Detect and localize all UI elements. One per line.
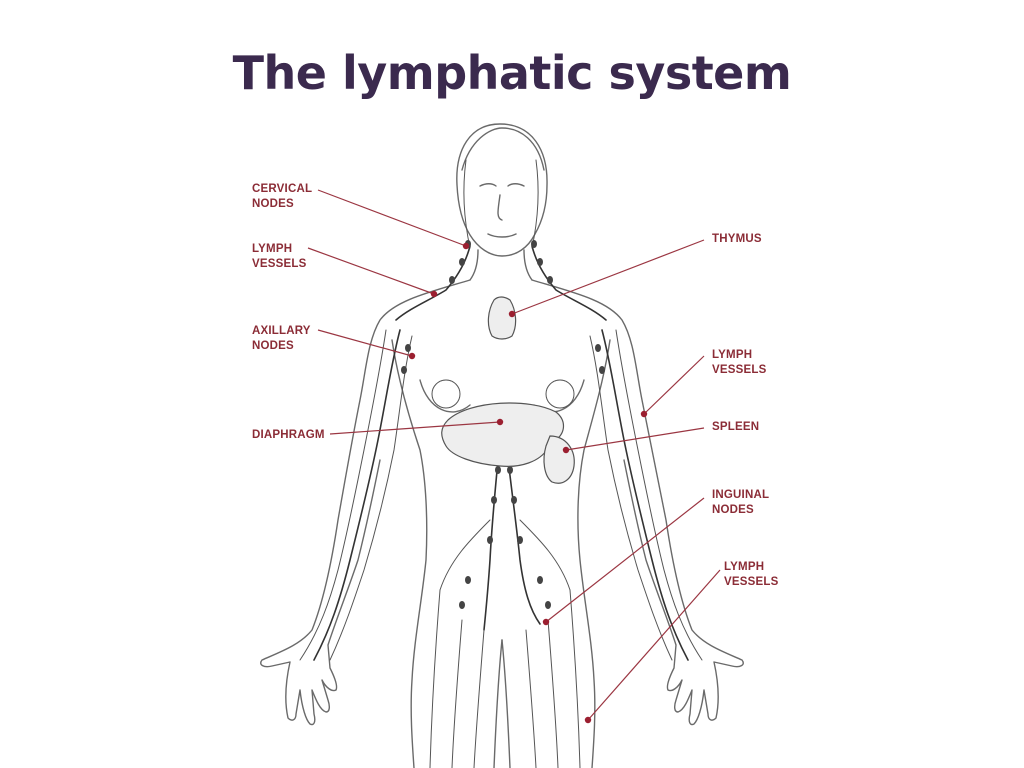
breast-gland-right	[546, 380, 574, 408]
label-axillary-nodes: AXILLARY NODES	[252, 324, 311, 354]
label-lymph-vessels-leg: LYMPH VESSELS	[724, 560, 778, 590]
leader-cervical-nodes	[318, 190, 466, 246]
label-cervical-nodes: CERVICAL NODES	[252, 182, 312, 212]
leader-inguinal-nodes	[546, 498, 704, 622]
leader-thymus	[512, 240, 704, 314]
label-lymph-vessels-neck: LYMPH VESSELS	[252, 242, 306, 272]
thymus-organ	[488, 297, 515, 339]
leader-axillary-nodes	[318, 330, 412, 356]
label-spleen: SPLEEN	[712, 420, 759, 435]
label-inguinal-nodes: INGUINAL NODES	[712, 488, 769, 518]
label-thymus: THYMUS	[712, 232, 762, 247]
spleen-organ	[544, 436, 574, 483]
leader-lymph-vessels-arm	[644, 356, 704, 414]
leader-lymph-vessels-leg	[588, 570, 720, 720]
leader-lymph-vessels-neck	[308, 248, 434, 294]
label-diaphragm: DIAPHRAGM	[252, 428, 325, 443]
breast-gland-left	[432, 380, 460, 408]
label-lymph-vessels-arm: LYMPH VESSELS	[712, 348, 766, 378]
